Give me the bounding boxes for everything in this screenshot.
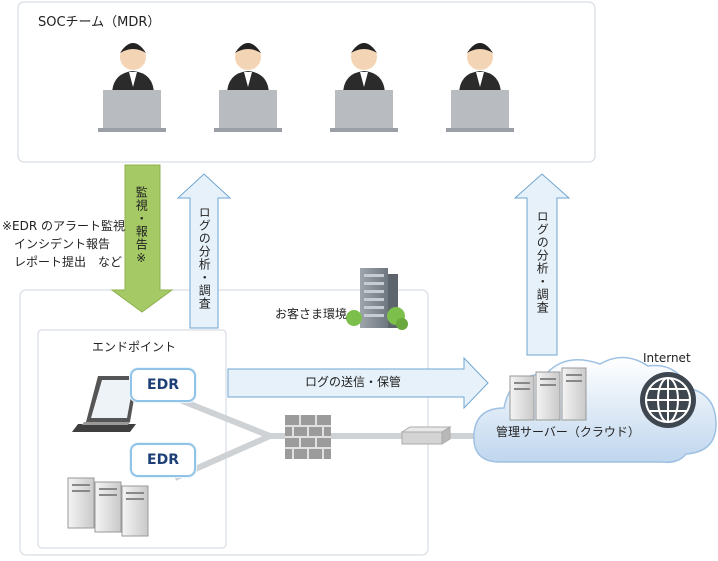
building-icon [346,268,408,330]
log-analysis-label-right: ログの分析・調査 [535,210,550,314]
operator-icon-3 [330,43,398,132]
operator-icon-2 [214,43,282,132]
internet-label: Internet [643,351,691,365]
log-send-arrow [227,356,489,410]
router-icon [400,426,452,445]
edr-badge-bottom: EDR [130,443,196,477]
monitor-report-arrow [110,164,174,313]
edr-badge-top: EDR [130,368,196,402]
log-analysis-arrow-right [513,173,571,356]
operator-icon-1 [98,43,166,132]
note-line-3: レポート提出 など [14,255,123,269]
log-analysis-label-left: ログの分析・調査 [197,206,212,310]
management-server-label: 管理サーバー（クラウド） [496,425,640,439]
customer-env-title: お客さま環境 [275,307,348,321]
cloud-servers-icon [509,367,587,421]
note-line-1: ※EDR のアラート監視 [2,219,126,233]
monitor-report-label: 監視・報告※ [134,186,149,266]
laptop-icon [72,376,138,432]
log-analysis-arrow-left [176,173,232,329]
soc-team-box [17,1,596,163]
firewall-icon [285,415,331,459]
endpoint-title: エンドポイント [92,340,177,354]
soc-team-title: SOCチーム（MDR） [38,15,161,30]
globe-icon [640,372,696,428]
operator-icon-4 [446,43,514,132]
endpoint-servers-icon [67,477,149,537]
log-send-label: ログの送信・保管 [305,375,402,389]
note-line-2: インシデント報告 [14,237,111,251]
